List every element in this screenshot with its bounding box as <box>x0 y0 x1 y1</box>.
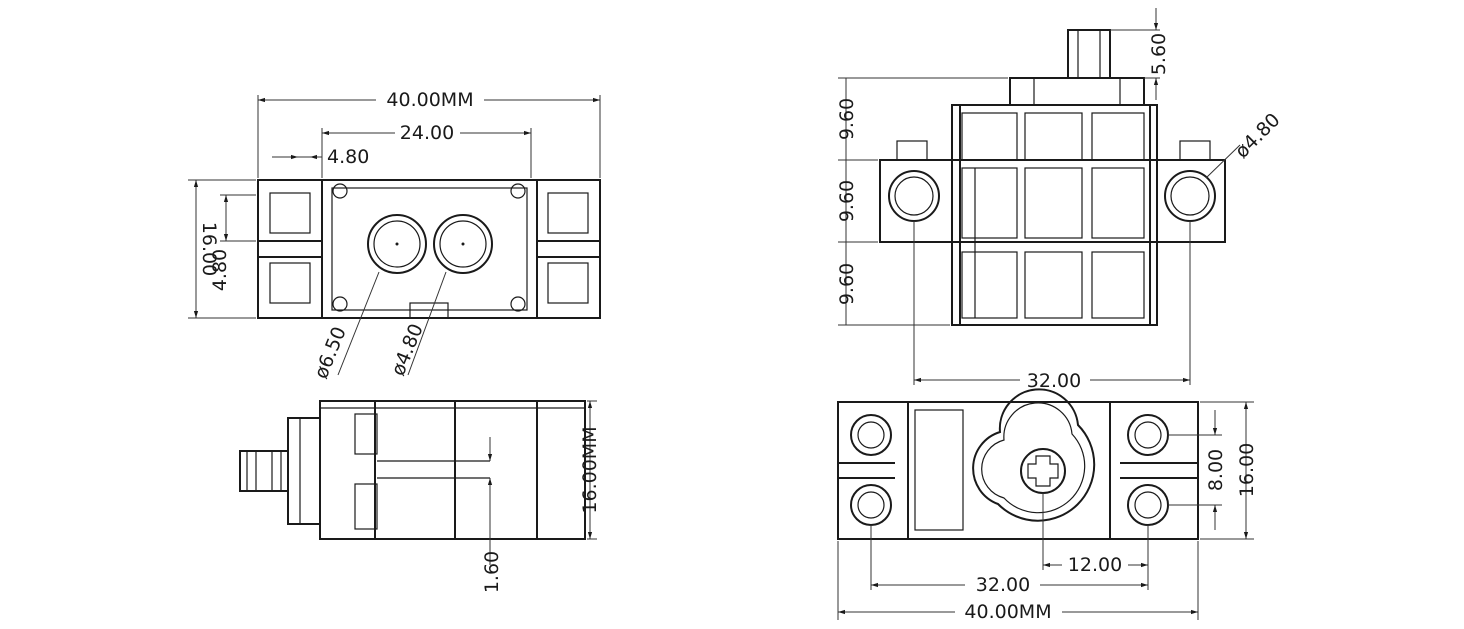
front-view-body <box>879 29 1226 326</box>
front-hole-spacing-label: 32.00 <box>1027 370 1081 392</box>
side-view-dimensions: 16.00MM 1.60 <box>481 400 601 593</box>
large-bore-label: ø6.50 <box>310 324 351 382</box>
side-view-body <box>239 400 586 540</box>
bottom-view: 40.00MM 24.00 4.80 16.00 4.80 ø6.50 ø4.8… <box>188 89 601 382</box>
side-view: 16.00MM 1.60 <box>239 400 601 593</box>
mount-hole-label: ø4.80 <box>1231 109 1285 163</box>
tab-height-label: 4.80 <box>209 249 231 291</box>
tab-depth-label: 8.00 <box>1205 449 1227 491</box>
top-depth-label: 16.00 <box>1236 443 1258 497</box>
top-view-dimensions: 16.00 8.00 12.00 32.00 40.00MM <box>837 401 1258 623</box>
step-label: 1.60 <box>481 551 503 593</box>
overall-width-label: 40.00MM <box>386 89 473 111</box>
top-view-body <box>837 388 1199 540</box>
offset-label: 4.80 <box>327 146 369 168</box>
bottom-view-body <box>257 179 601 319</box>
shaft-height-label: 5.60 <box>1148 33 1170 75</box>
top-overall-width-label: 40.00MM <box>964 601 1051 623</box>
small-bore-label: ø4.80 <box>387 321 428 379</box>
middle-height-label: 9.60 <box>836 180 858 222</box>
upper-height-label: 9.60 <box>836 98 858 140</box>
lower-height-label: 9.60 <box>836 263 858 305</box>
top-view: 16.00 8.00 12.00 32.00 40.00MM <box>837 388 1258 623</box>
hole-spacing-label: 24.00 <box>400 122 454 144</box>
front-view: 5.60 9.60 9.60 9.60 ø4.80 32.00 <box>836 8 1285 392</box>
top-hole-spacing-label: 32.00 <box>976 574 1030 596</box>
height-label: 16.00 <box>198 222 220 276</box>
shaft-offset-label: 12.00 <box>1068 554 1122 576</box>
bottom-view-dimensions: 40.00MM 24.00 4.80 16.00 4.80 ø6.50 ø4.8… <box>188 89 601 382</box>
side-height-label: 16.00MM <box>579 426 601 513</box>
